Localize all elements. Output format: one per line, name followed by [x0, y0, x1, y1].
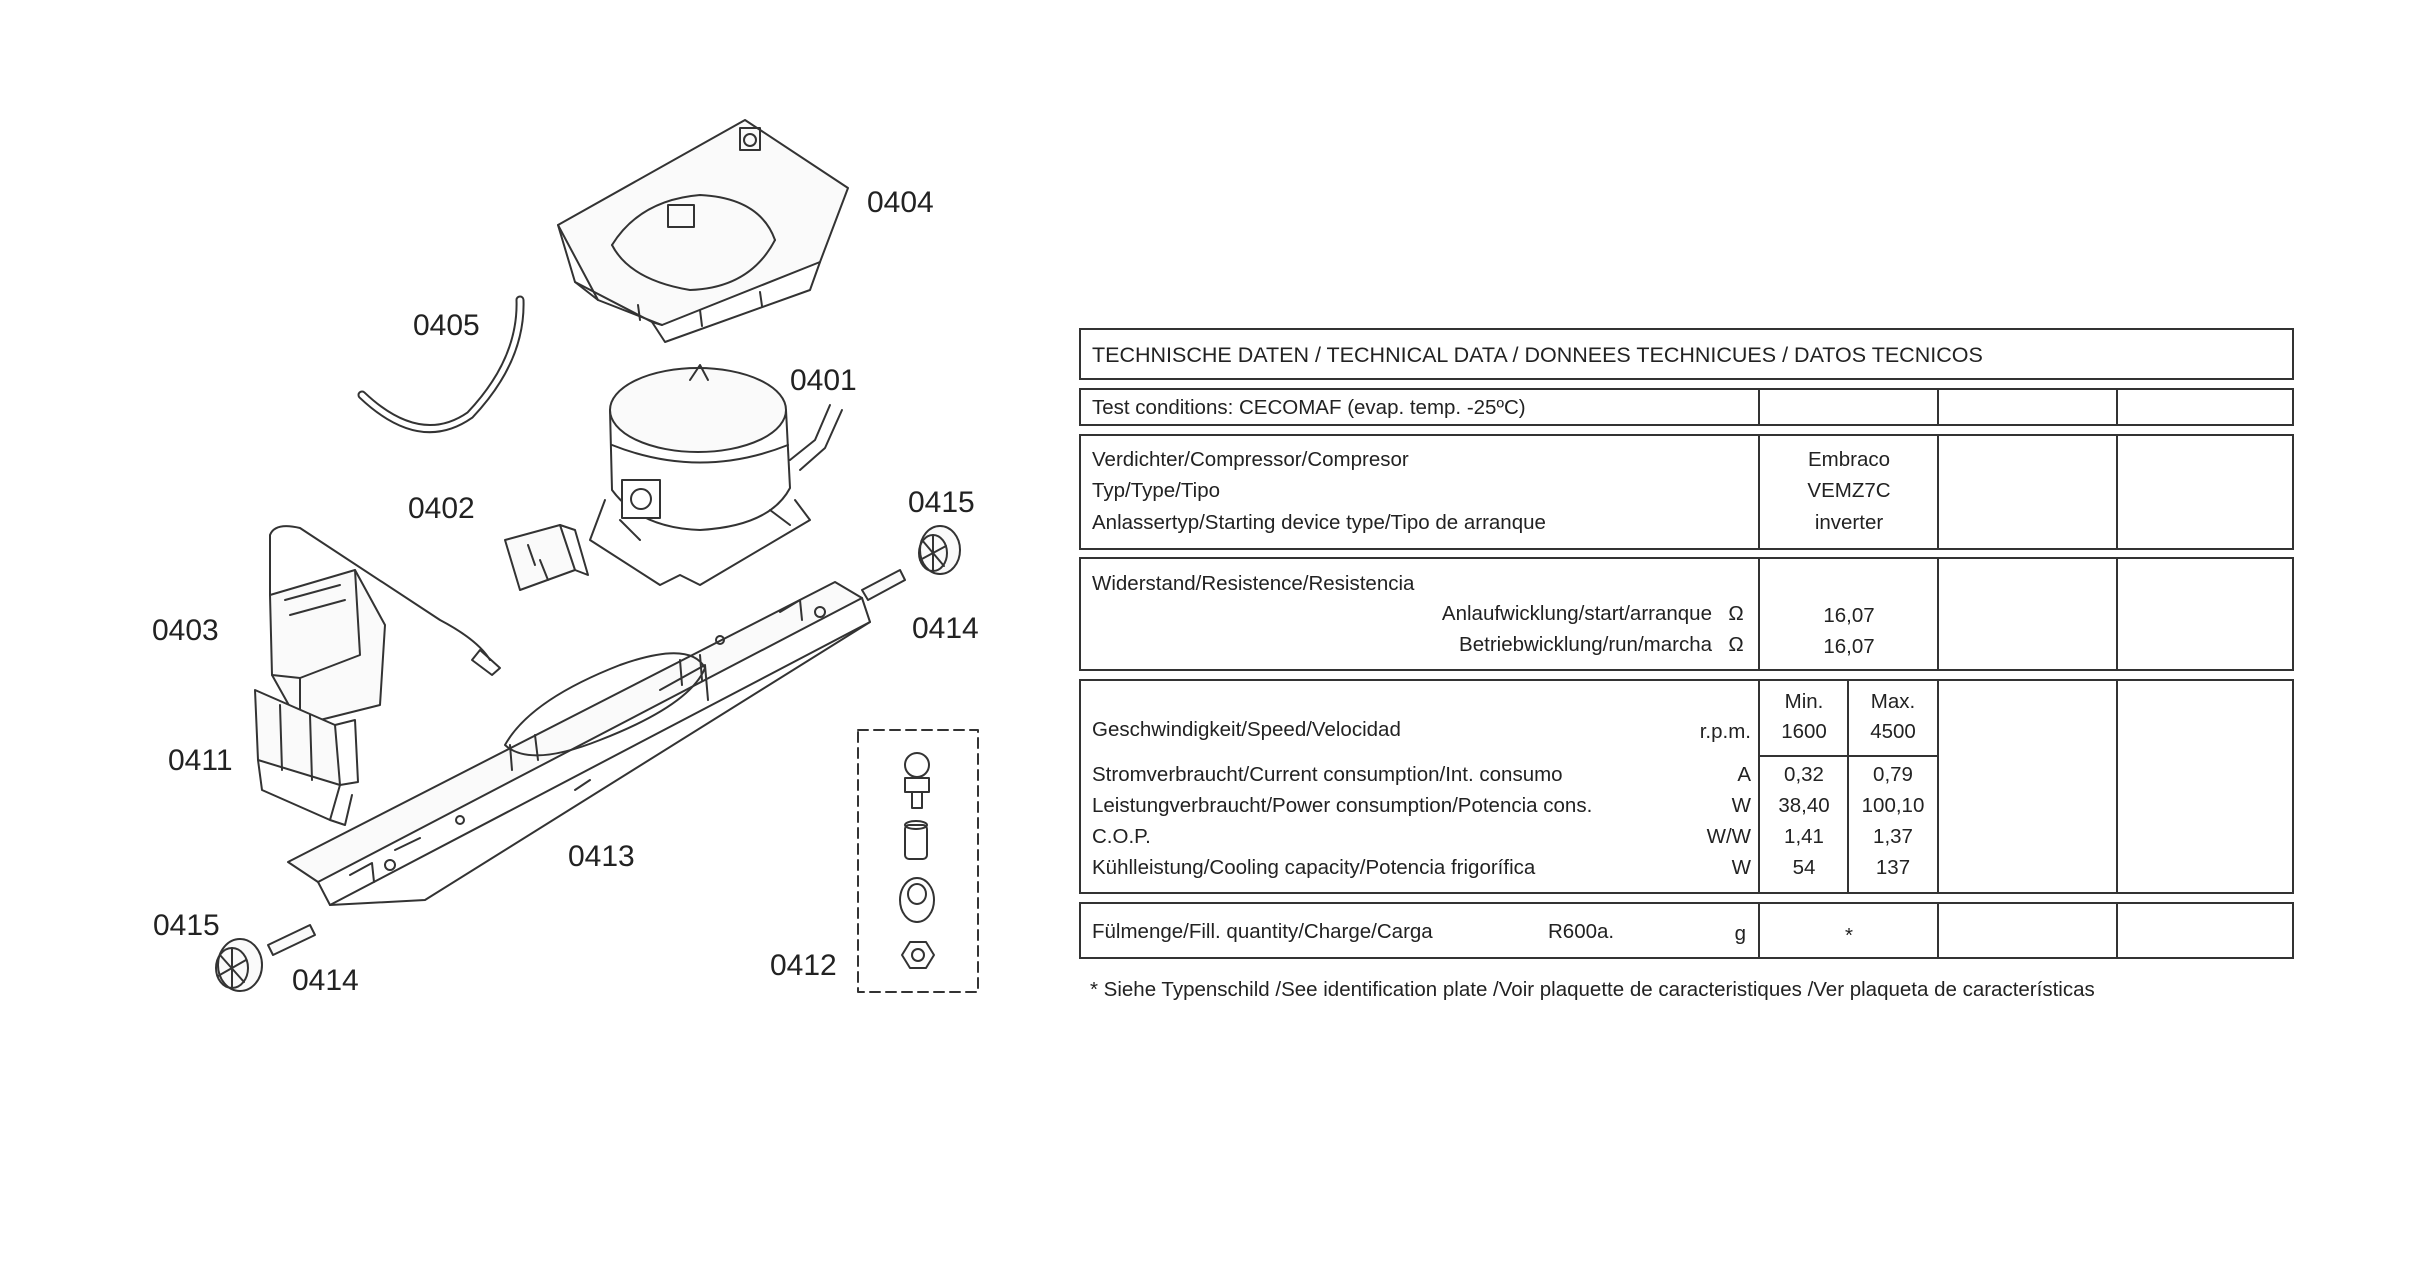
speed-unit: r.p.m. — [1700, 720, 1751, 743]
part-label-0414-upper: 0414 — [912, 612, 979, 645]
rubber-foot-upper-drawing — [918, 525, 961, 575]
inverter-module-drawing — [269, 525, 501, 726]
pin-lower-drawing — [267, 924, 316, 956]
speed-min: 1600 — [1781, 720, 1827, 743]
starting-device-value: inverter — [1815, 511, 1884, 534]
part-label-0415-lower: 0415 — [153, 909, 220, 942]
fill-quantity-value: * — [1845, 924, 1853, 947]
part-label-0415-upper: 0415 — [908, 486, 975, 519]
fastener-kit-drawing — [857, 729, 979, 993]
part-label-0413: 0413 — [568, 840, 635, 873]
fill-quantity-label: Fülmenge/Fill. quantity/Charge/Carga — [1092, 920, 1433, 943]
type-value: VEMZ7C — [1807, 479, 1890, 502]
part-label-0412: 0412 — [770, 949, 837, 982]
power-max: 100,10 — [1862, 794, 1925, 817]
power-label: Leistungverbraucht/Power consumption/Pot… — [1092, 794, 1592, 817]
cop-min: 1,41 — [1784, 825, 1824, 848]
start-winding-value: 16,07 — [1823, 604, 1874, 627]
part-label-0401: 0401 — [790, 364, 857, 397]
power-min: 38,40 — [1778, 794, 1829, 817]
hose-drawing — [357, 295, 525, 434]
start-winding-unit: Ω — [1728, 602, 1743, 625]
part-label-0403: 0403 — [152, 614, 219, 647]
exploded-parts-diagram: 0404 0405 0401 0402 0415 0403 0414 0411 … — [152, 119, 979, 997]
speed-label: Geschwindigkeit/Speed/Velocidad — [1092, 718, 1401, 741]
part-label-0402: 0402 — [408, 492, 475, 525]
starting-device-label: Anlassertyp/Starting device type/Tipo de… — [1092, 511, 1546, 534]
current-min: 0,32 — [1784, 763, 1824, 786]
mounting-bracket-drawing — [254, 689, 359, 826]
start-winding-label: Anlaufwicklung/start/arranque — [1442, 602, 1712, 625]
cooling-capacity-min: 54 — [1793, 856, 1816, 879]
compressor-drawing — [589, 364, 843, 586]
refrigerant-label: R600a. — [1548, 920, 1614, 943]
run-winding-label: Betriebwicklung/run/marcha — [1459, 633, 1713, 656]
current-max: 0,79 — [1873, 763, 1913, 786]
speed-max: 4500 — [1870, 720, 1916, 743]
run-winding-unit: Ω — [1728, 633, 1743, 656]
resistance-heading: Widerstand/Resistence/Resistencia — [1092, 572, 1415, 595]
pin-upper-drawing — [861, 569, 906, 601]
compressor-cover-drawing — [557, 119, 849, 343]
base-rail-drawing — [287, 581, 871, 906]
part-label-0404: 0404 — [867, 186, 934, 219]
test-conditions: Test conditions: CECOMAF (evap. temp. -2… — [1092, 396, 1526, 419]
fill-quantity-unit: g — [1735, 922, 1746, 945]
cooling-capacity-label: Kühlleistung/Cooling capacity/Potencia f… — [1092, 856, 1536, 879]
compressor-label: Verdichter/Compressor/Compresor — [1092, 448, 1409, 471]
compressor-value: Embraco — [1808, 448, 1890, 471]
cop-max: 1,37 — [1873, 825, 1913, 848]
part-label-0405: 0405 — [413, 309, 480, 342]
table-title: TECHNISCHE DATEN / TECHNICAL DATA / DONN… — [1092, 343, 1983, 367]
current-label: Stromverbraucht/Current consumption/Int.… — [1092, 763, 1563, 786]
cooling-capacity-max: 137 — [1876, 856, 1910, 879]
part-label-0411: 0411 — [168, 744, 233, 777]
cooling-capacity-unit: W — [1732, 856, 1752, 879]
starting-relay-drawing — [504, 524, 589, 591]
current-unit: A — [1737, 763, 1751, 786]
power-unit: W — [1732, 794, 1752, 817]
part-label-0414-lower: 0414 — [292, 964, 359, 997]
min-header: Min. — [1785, 690, 1824, 713]
max-header: Max. — [1871, 690, 1915, 713]
run-winding-value: 16,07 — [1823, 635, 1874, 658]
cop-label: C.O.P. — [1092, 825, 1151, 848]
cop-unit: W/W — [1707, 825, 1752, 848]
type-label: Typ/Type/Tipo — [1092, 479, 1220, 502]
rubber-foot-lower-drawing — [215, 938, 263, 992]
footnote: * Siehe Typenschild /See identification … — [1090, 978, 2095, 1001]
